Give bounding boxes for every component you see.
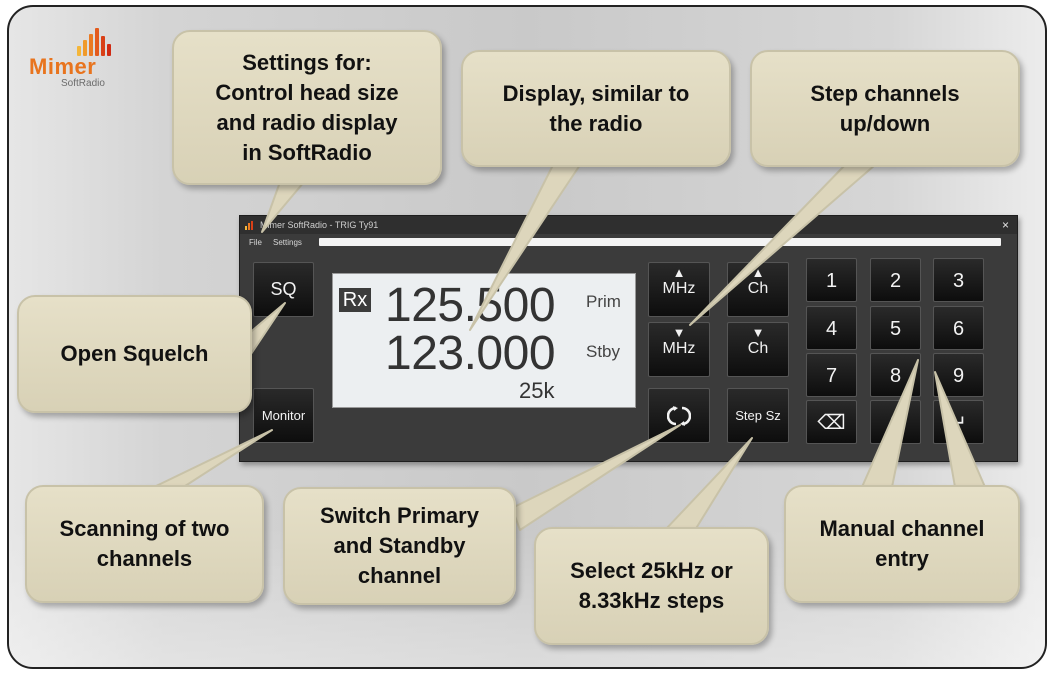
callout-switch: Switch Primary and Standby channel — [283, 487, 516, 605]
step-size-label: Step Sz — [735, 408, 781, 423]
standby-label: Stby — [586, 342, 621, 361]
sq-label: SQ — [270, 279, 297, 299]
key-1[interactable]: 1 — [806, 258, 857, 302]
key-3[interactable]: 3 — [933, 258, 984, 302]
callout-scanning: Scanning of two channels — [25, 485, 264, 603]
callout-manual-entry: Manual channel entry — [784, 485, 1020, 603]
rx-indicator: Rx — [339, 288, 371, 312]
ch-down-button[interactable]: ▼ Ch — [727, 322, 789, 377]
step-size-readout: 25k — [519, 378, 555, 403]
app-logo-icon — [245, 220, 255, 230]
key-7[interactable]: 7 — [806, 353, 857, 397]
sq-button[interactable]: SQ — [253, 262, 314, 317]
callout-settings: Settings for: Control head size and radi… — [172, 30, 442, 185]
mimer-logo — [29, 24, 119, 94]
swap-primary-standby-button[interactable] — [648, 388, 710, 443]
arrow-down-icon: ▼ — [672, 325, 686, 340]
standby-frequency: 123.000 — [385, 327, 556, 380]
callout-display: Display, similar to the radio — [461, 50, 731, 167]
key-5[interactable]: 5 — [870, 306, 921, 350]
close-icon[interactable]: × — [1001, 218, 1009, 232]
logo-subtitle: SoftRadio — [61, 78, 105, 89]
ch-down-label: Ch — [747, 340, 769, 357]
ch-up-button[interactable]: ▲ Ch — [727, 262, 789, 317]
arrow-up-icon: ▲ — [672, 265, 686, 280]
radio-display: Rx 125.500 Prim 123.000 Stby 25k — [332, 273, 636, 408]
callout-select-step: Select 25kHz or 8.33kHz steps — [534, 527, 769, 645]
menu-bar: File Settings — [240, 235, 1017, 251]
menu-settings[interactable]: Settings — [273, 238, 302, 247]
primary-frequency: 125.500 — [385, 279, 556, 332]
callout-step-channels: Step channels up/down — [750, 50, 1020, 167]
logo-name: Mimer — [29, 54, 97, 79]
key-6[interactable]: 6 — [933, 306, 984, 350]
mhz-down-label: MHz — [662, 340, 696, 357]
callout-squelch: Open Squelch — [17, 295, 252, 413]
step-size-button[interactable]: Step Sz — [727, 388, 789, 443]
key-4[interactable]: 4 — [806, 306, 857, 350]
menu-file[interactable]: File — [249, 238, 262, 247]
mhz-up-button[interactable]: ▲ MHz — [648, 262, 710, 317]
key-2[interactable]: 2 — [870, 258, 921, 302]
window-title: Mimer SoftRadio - TRIG Ty91 — [260, 220, 379, 230]
mhz-down-button[interactable]: ▼ MHz — [648, 322, 710, 377]
mhz-up-label: MHz — [662, 280, 696, 297]
title-bar: Mimer SoftRadio - TRIG Ty91 × — [240, 216, 1017, 234]
status-bar — [319, 238, 1001, 246]
arrow-down-icon: ▼ — [751, 325, 765, 340]
ch-up-label: Ch — [747, 280, 769, 297]
backspace-key[interactable]: ⌫ — [806, 400, 857, 444]
primary-label: Prim — [586, 292, 621, 311]
swap-icon — [649, 389, 709, 433]
monitor-label: Monitor — [261, 408, 306, 423]
